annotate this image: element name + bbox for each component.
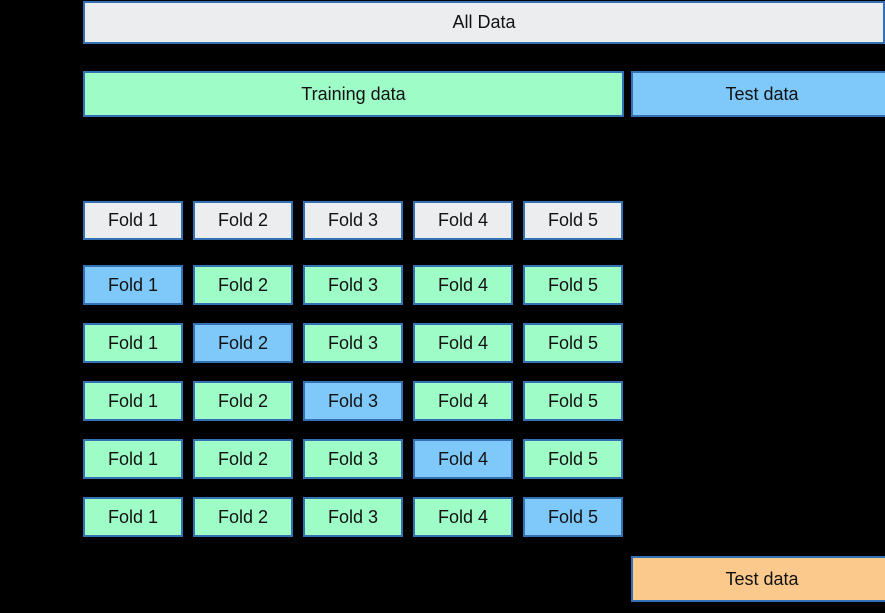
- cv-split-1-fold-4: Fold 4: [413, 265, 513, 305]
- cv-split-4-fold-3: Fold 3: [303, 439, 403, 479]
- cv-split-2-fold-5: Fold 5: [523, 323, 623, 363]
- cv-split-1-fold-5: Fold 5: [523, 265, 623, 305]
- cv-split-4-fold-2: Fold 2: [193, 439, 293, 479]
- fold-header-2: Fold 2: [193, 201, 293, 240]
- fold-header-4: Fold 4: [413, 201, 513, 240]
- cv-split-4-fold-5: Fold 5: [523, 439, 623, 479]
- test-data-bar: Test data: [631, 71, 885, 117]
- fold-header-row: Fold 1 Fold 2 Fold 3 Fold 4 Fold 5: [83, 201, 623, 240]
- cv-split-1-fold-1: Fold 1: [83, 265, 183, 305]
- fold-header-1: Fold 1: [83, 201, 183, 240]
- cv-split-1-fold-3: Fold 3: [303, 265, 403, 305]
- cv-split-5-fold-3: Fold 3: [303, 497, 403, 537]
- cv-split-4-fold-1: Fold 1: [83, 439, 183, 479]
- cv-split-5-fold-4: Fold 4: [413, 497, 513, 537]
- fold-header-5: Fold 5: [523, 201, 623, 240]
- cv-split-4-fold-4: Fold 4: [413, 439, 513, 479]
- cv-split-3-fold-3: Fold 3: [303, 381, 403, 421]
- cv-split-5-fold-1: Fold 1: [83, 497, 183, 537]
- cv-split-3-fold-1: Fold 1: [83, 381, 183, 421]
- training-data-bar: Training data: [83, 71, 624, 117]
- cv-split-2-fold-4: Fold 4: [413, 323, 513, 363]
- fold-header-3: Fold 3: [303, 201, 403, 240]
- cv-split-2-fold-3: Fold 3: [303, 323, 403, 363]
- cv-split-3-fold-2: Fold 2: [193, 381, 293, 421]
- final-test-data-bar: Test data: [631, 556, 885, 602]
- cv-split-5-fold-5: Fold 5: [523, 497, 623, 537]
- cv-split-1-fold-2: Fold 2: [193, 265, 293, 305]
- cv-split-5-fold-2: Fold 2: [193, 497, 293, 537]
- cv-split-3-fold-4: Fold 4: [413, 381, 513, 421]
- cv-split-2-fold-2: Fold 2: [193, 323, 293, 363]
- cv-split-2-fold-1: Fold 1: [83, 323, 183, 363]
- cv-split-3-fold-5: Fold 5: [523, 381, 623, 421]
- all-data-bar: All Data: [83, 1, 885, 44]
